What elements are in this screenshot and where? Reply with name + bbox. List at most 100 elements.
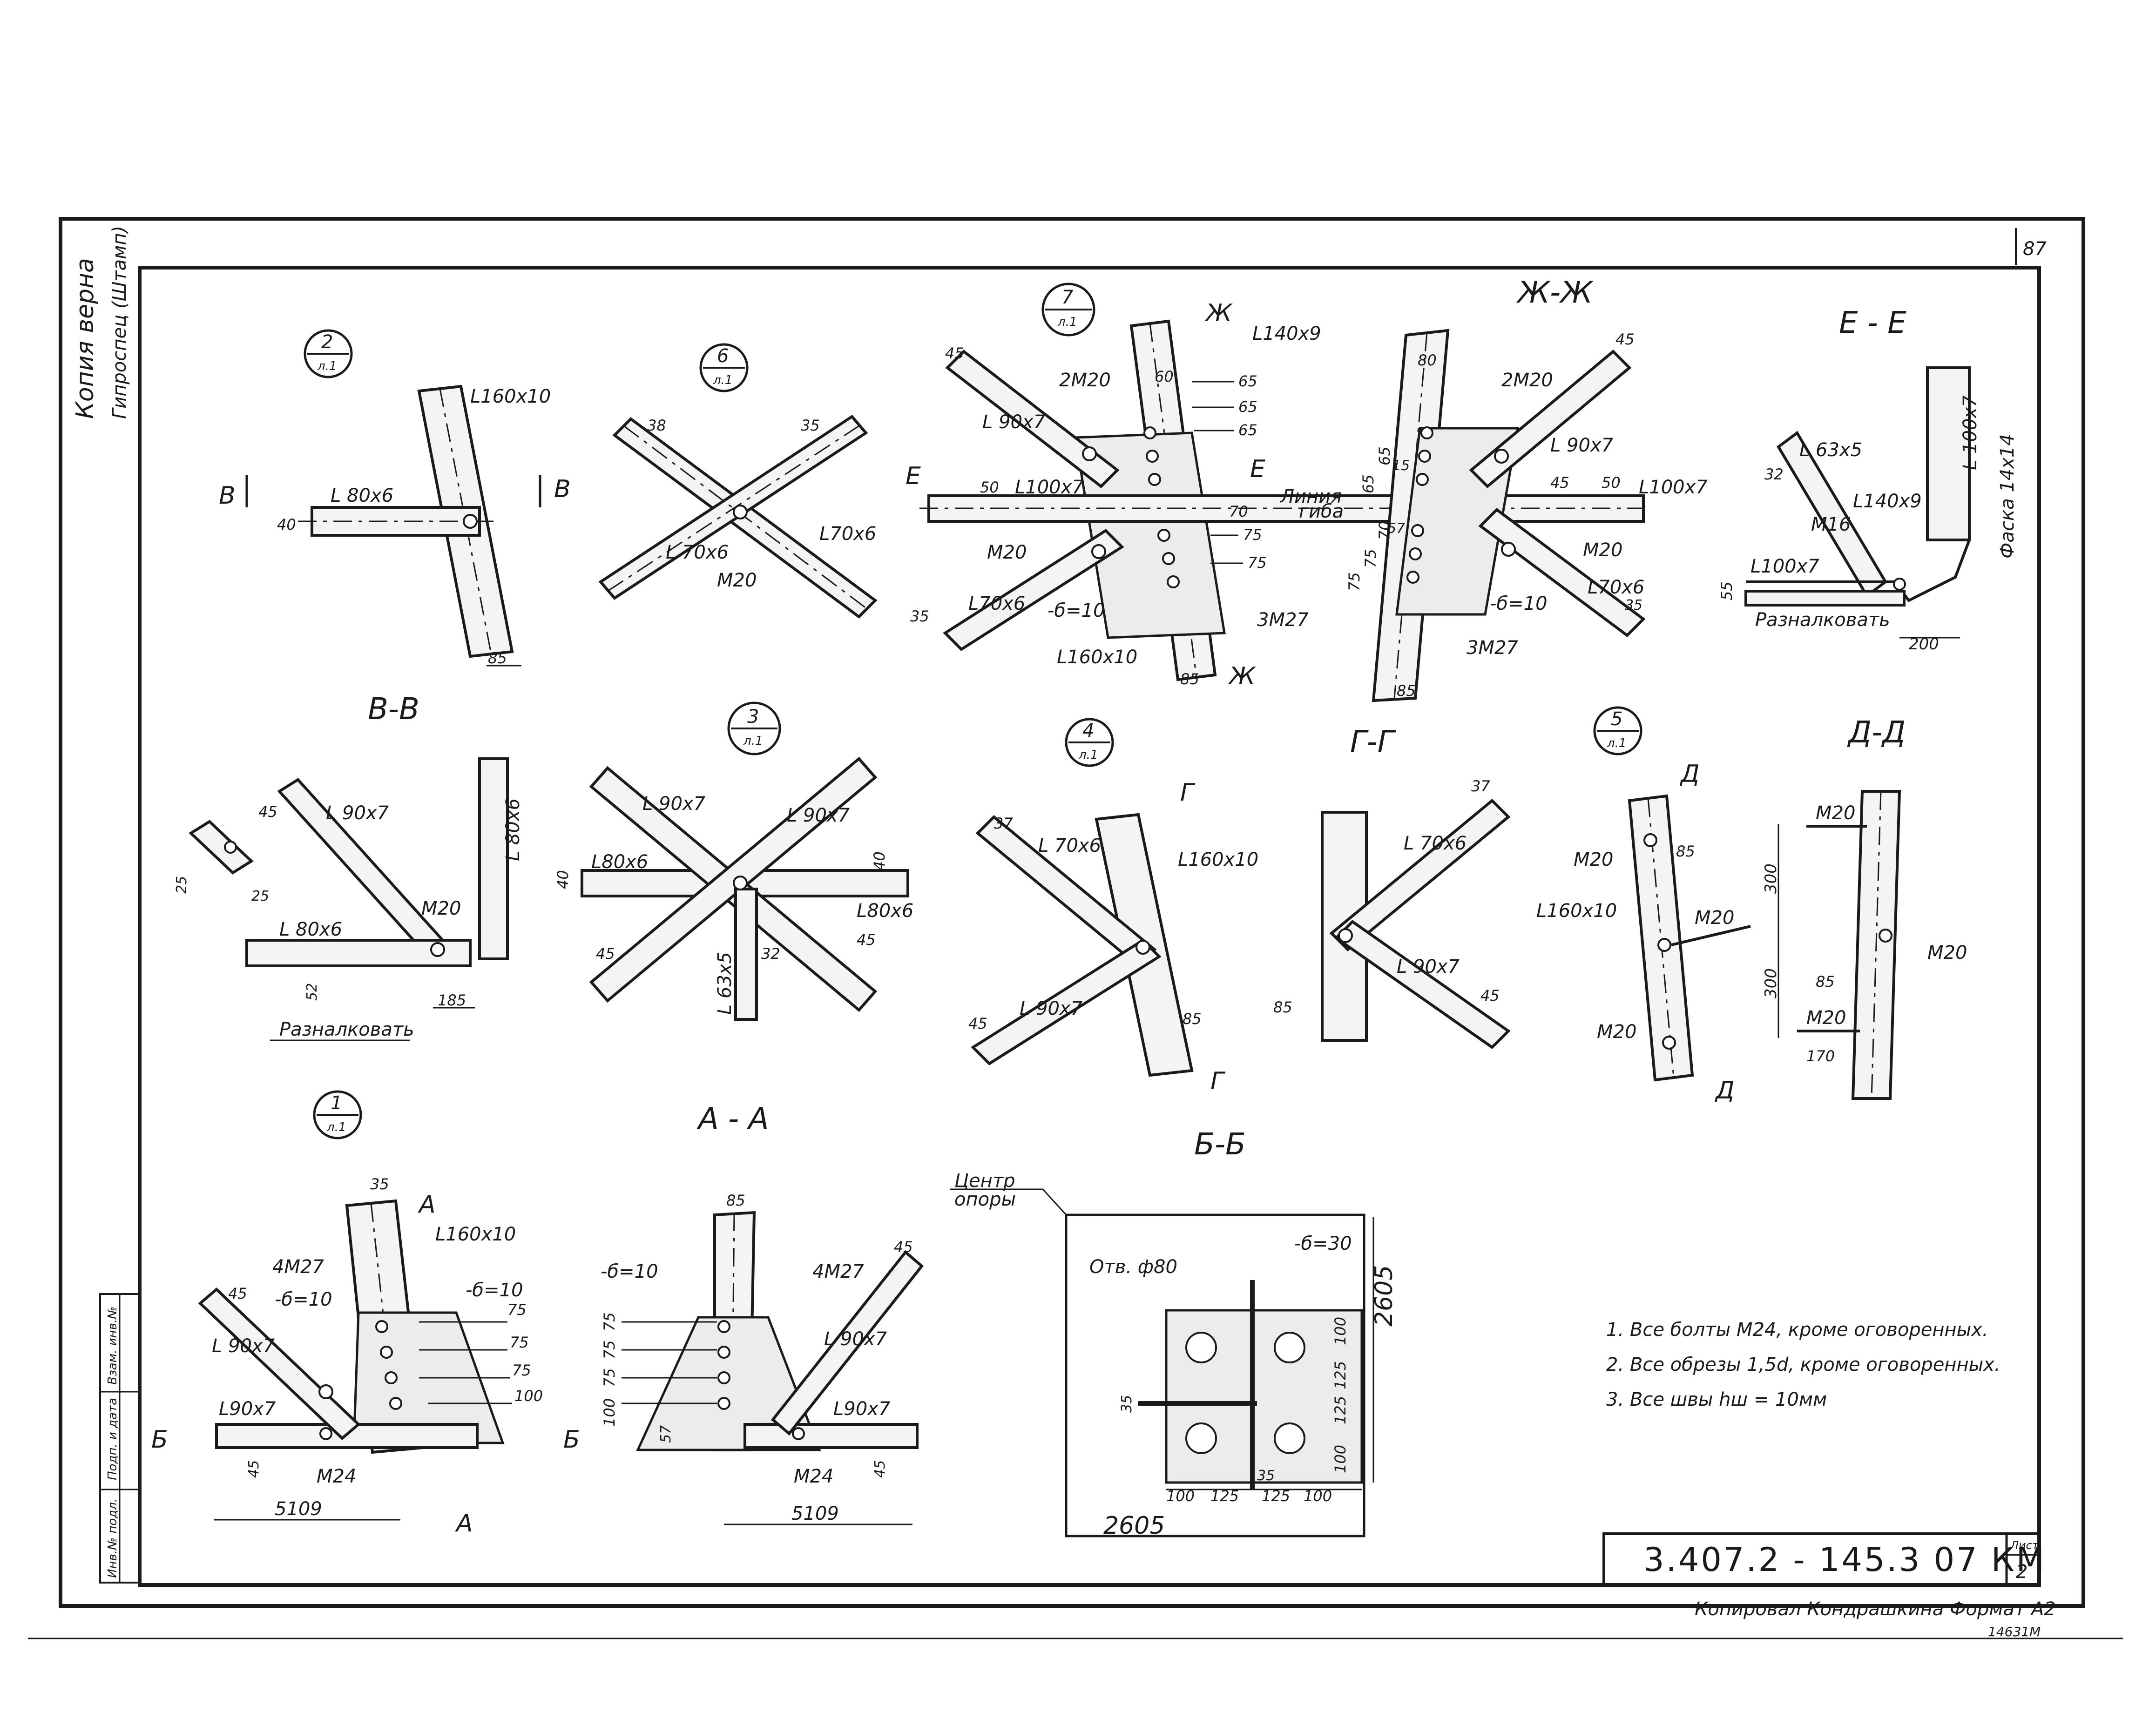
label-brace-upper: L 90x7 [982,411,1046,433]
cut-mark-right: В [554,475,571,503]
view-1: 1 л.1 А А Б Б L160x10 4М27 -б=10 -б=10 L… [151,1090,580,1537]
dim-65: 65 [1359,474,1377,493]
label-brace-2: L70x6 [819,523,876,545]
dim-40a: 40 [554,870,572,889]
label-m20-bottom: М20 [1806,1007,1846,1029]
dim-32: 32 [1764,465,1784,483]
label-brace: L 63x5 [1799,439,1862,461]
section-title: Г-Г [1350,725,1396,759]
dim-45b: 45 [857,931,876,949]
marker-sub: л.1 [317,359,337,373]
label-top-angle: L140x9 [1853,491,1922,512]
dim-2605-right: 2605 [1370,1265,1398,1327]
dim-100a: 100 [1331,1317,1349,1345]
dim-70: 70 [1376,521,1393,540]
dim-45: 45 [1480,987,1500,1004]
dim-85: 85 [1273,998,1292,1016]
label-brace-lower: L70x6 [968,593,1025,614]
dim-65: 65 [1238,372,1257,390]
label-hole: Отв. ф80 [1089,1256,1177,1278]
label-bolts-2m20: 2М20 [1059,370,1111,391]
section-e-e: Е - Е L 63x5 L 100x7 L140x9 М16 L100x7 Ф… [1718,306,2018,654]
label-horizontal: L 80x6 [279,919,342,940]
dim-37: 37 [994,815,1013,832]
dim-65: 65 [1238,398,1257,416]
dim-5109: 5109 [275,1498,322,1520]
section-zh-zh: Ж-Ж 2М20 L 90x7 L100x7 М20 L70x6 -б=10 3… [1345,276,1708,702]
drawing-code: 3.407.2 - 145.3 07 КМ [1643,1541,2046,1579]
label-bevel: Фаска 14x14 [1997,434,2018,559]
dim-50: 50 [980,479,999,496]
marker-sub: л.1 [1057,315,1077,329]
dim-65: 65 [1376,446,1393,465]
section-title: Д-Д [1847,715,1906,750]
dim-38: 38 [647,417,666,434]
label-brace-angle: L 80x6 [331,485,393,506]
label-m20: М20 [421,898,461,919]
view-3: 3 л.1 L 90x7 L 90x7 L80x6 L80x6 L 63x5 4… [554,701,913,1021]
dim-15: 15 [1392,458,1410,474]
dim-75b: 75 [510,1334,529,1351]
dim-35: 35 [910,607,929,625]
side-note-copy: Копия верна [71,258,99,419]
dim-300a: 300 [1762,863,1780,894]
marker-number: 6 [717,345,729,367]
dim-45b: 45 [246,1460,262,1478]
cut-g-top: Г [1180,779,1196,807]
side-note-stamp: Гипроспец (Штамп) [109,226,130,419]
label-m20-mid: М20 [1927,942,1967,964]
footer-code: 14631М [1988,1624,2041,1639]
marker-sub: л.1 [1607,736,1626,750]
section-title: Е - Е [1839,306,1906,340]
label-plate: -б=10 [1048,600,1105,621]
side-margin: Копия верна Гипроспец (Штамп) Инв.№ подл… [71,226,141,1584]
dim-80: 80 [1418,351,1437,369]
cut-b-right: Б [563,1426,580,1454]
label-m20-bottom: М20 [1597,1021,1636,1043]
cut-d-bottom: Д [1715,1077,1735,1105]
label-brace-upper: L 70x6 [1038,835,1101,856]
label-flatten: Разналковать [279,1019,414,1040]
marker-number: 4 [1082,720,1094,741]
cut-zh-top: Ж [1204,299,1233,327]
label-bolt: М20 [717,570,757,591]
cut-e-left: Е [906,462,921,490]
dim-40b: 40 [871,851,888,870]
label-brace-1: L 70x6 [666,542,729,563]
dim-75: 75 [1248,554,1267,572]
dim-45b: 45 [1550,474,1569,492]
dim-25b: 25 [251,888,269,904]
section-title: Б-Б [1194,1127,1246,1162]
label-plate-2: -б=10 [466,1280,523,1301]
note-3: 3. Все швы hш = 10мм [1606,1389,1827,1410]
label-brace-upper: L 90x7 [1550,435,1614,456]
label-horizontal: L90x7 [833,1398,891,1420]
dim-45: 45 [945,344,964,362]
label-m20-top: М20 [1816,802,1855,824]
label-main-angle: L160x10 [435,1224,516,1245]
dim-300b: 300 [1762,968,1780,998]
cut-a-top: А [418,1191,436,1219]
dim-170: 170 [1806,1047,1835,1065]
dim-45a: 45 [596,945,615,963]
dim-85: 85 [1397,682,1416,700]
marker-number: 7 [1061,287,1074,308]
label-brace-upper: L 70x6 [1404,833,1467,854]
label-brace-2: L 90x7 [787,805,850,826]
label-brace: L 90x7 [212,1335,275,1357]
dim-75a: 75 [601,1312,618,1331]
section-b-b: Б-Б Центр опоры Отв. ф80 -б=30 2605 2605… [950,1127,1398,1540]
label-center-2: опоры [954,1189,1016,1210]
dim-100: 100 [601,1398,618,1427]
sheet-frame: 87 [28,217,2123,1639]
marker-sub: л.1 [743,734,763,748]
label-bolts-2m20: 2М20 [1501,370,1553,391]
dim-55: 55 [1718,581,1736,600]
dim-50: 50 [1602,474,1621,492]
dim-100: 100 [514,1387,543,1405]
notes: 1. Все болты М24, кроме оговоренных. 2. … [1606,1319,2001,1410]
dim-45: 45 [258,803,277,821]
label-horiz-2: L80x6 [857,900,913,922]
label-horizontal: L100x7 [1015,477,1084,498]
